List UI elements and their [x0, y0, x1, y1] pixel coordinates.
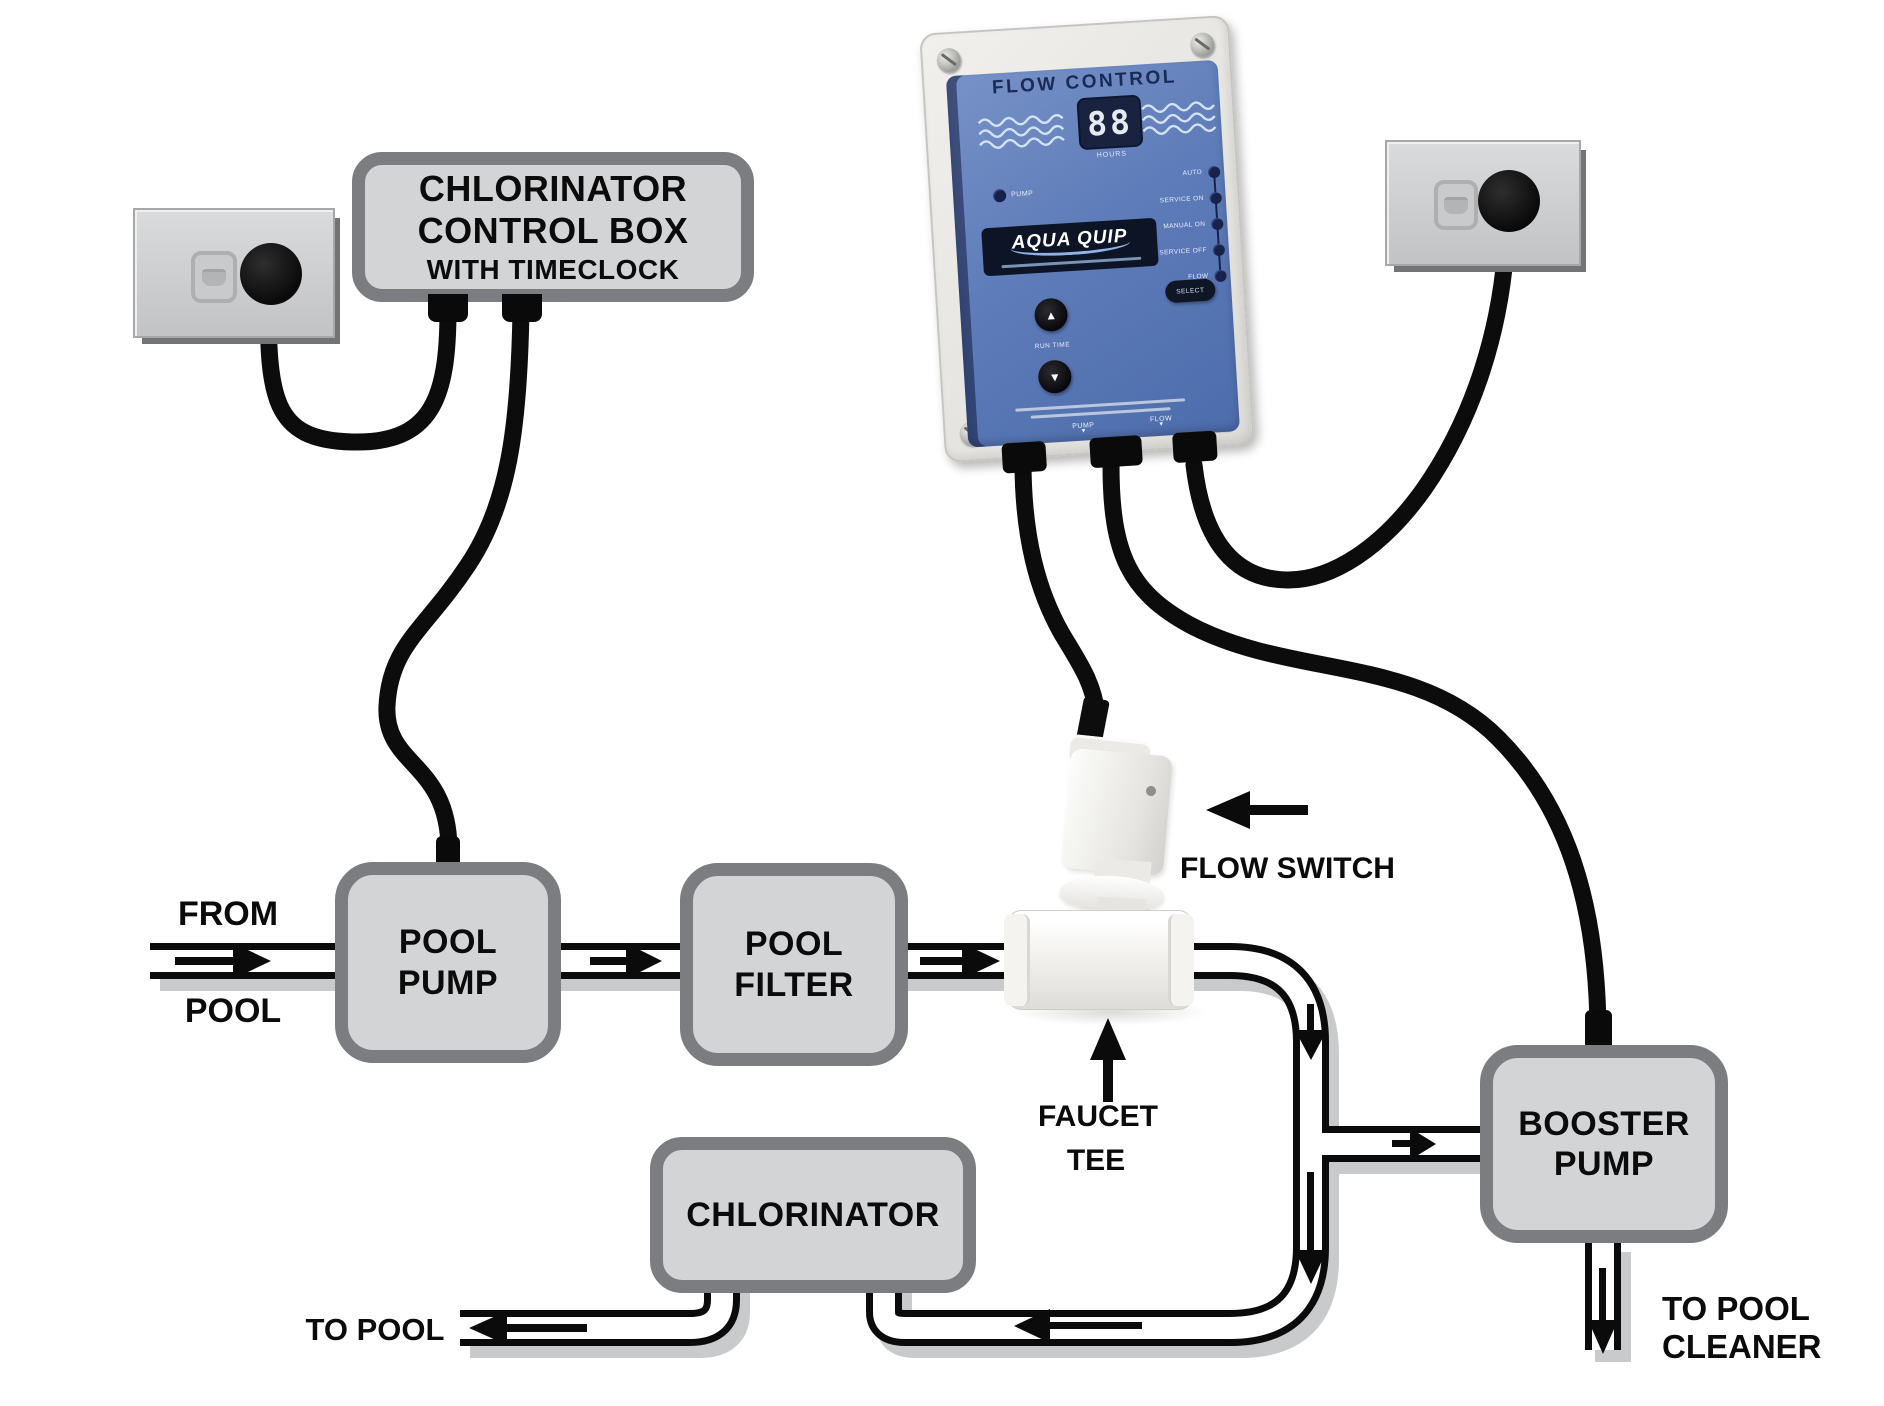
box-label: POOL: [398, 923, 498, 962]
gland-label-flow: FLOW ▼: [1141, 415, 1182, 429]
outlet-switch-icon: [1434, 180, 1478, 230]
waves-right-icon: [1141, 101, 1217, 135]
box-label: PUMP: [397, 963, 499, 1002]
box-label: WITH TIMECLOCK: [426, 253, 680, 285]
to-pool-label: TO POOL: [305, 1312, 445, 1347]
faucet-tee-right-cap: [1168, 914, 1194, 1006]
gland-label-pump: PUMP ▼: [1063, 421, 1104, 435]
rocker-glyph: [202, 268, 226, 286]
flow-switch-arrow-icon: [1248, 805, 1308, 815]
to-pool-cleaner-label-line2: CLEANER: [1662, 1328, 1822, 1365]
to-pool-cleaner-label-line1: TO POOL: [1662, 1290, 1810, 1327]
pump-led-label: PUMP: [1010, 190, 1034, 199]
control-box-stub-left: [428, 294, 468, 322]
hours-display: 88: [1076, 94, 1144, 151]
from-pool-label-line2: POOL: [184, 992, 282, 1030]
faucet-tee-left-cap: [1004, 914, 1030, 1006]
pool-filter-box: POOL FILTER: [680, 863, 908, 1066]
cable-gland-right: [1172, 430, 1218, 464]
cable-fcu-to-flowswitch: [1014, 453, 1106, 723]
chlorinator-box: CHLORINATOR: [650, 1137, 976, 1293]
power-outlet-left: [133, 208, 335, 338]
flow-switch-label: FLOW SWITCH: [1180, 852, 1395, 885]
pool-pump-box: POOL PUMP: [335, 862, 561, 1063]
cable-fcu-to-boosterpump: [1102, 456, 1607, 1039]
box-label: POOL: [744, 925, 844, 964]
box-label: CONTROL BOX: [417, 210, 689, 252]
faucet-tee-arrow-icon: [1103, 1056, 1113, 1102]
rocker-glyph: [1444, 196, 1468, 214]
display-digits: 88: [1085, 101, 1134, 144]
outlet-switch-icon: [191, 251, 237, 303]
power-plug-left: [240, 243, 302, 305]
faucet-tee-label-line2: TEE: [1066, 1144, 1126, 1177]
power-plug-right: [1478, 170, 1540, 232]
cable-controlbox-to-poolpump: [378, 301, 530, 857]
box-label: CHLORINATOR: [686, 1195, 940, 1234]
flow-arrows: [175, 943, 1618, 1354]
select-button[interactable]: SELECT: [1164, 278, 1216, 304]
cable-outlet-to-controlbox: [259, 283, 457, 451]
box-label: BOOSTER: [1518, 1104, 1690, 1143]
box-label: CHLORINATOR: [418, 168, 688, 210]
waves-left-icon: [977, 113, 1065, 149]
cables: [259, 219, 1607, 1039]
cable-gland-center: [1089, 435, 1143, 469]
faucet-tee-body: [1006, 910, 1194, 1010]
flow-control-unit: FLOW CONTROL 88 HOURS PUMP AQUA QUIP: [919, 14, 1255, 474]
box-label: FILTER: [734, 965, 854, 1004]
up-arrow-icon: ▲: [1044, 307, 1058, 323]
booster-pump-box: BOOSTER PUMP: [1480, 1045, 1728, 1243]
box-label: PUMP: [1553, 1145, 1655, 1183]
select-button-label: SELECT: [1176, 286, 1205, 296]
flow-switch-body: [1060, 747, 1174, 877]
callout-arrows: [1090, 791, 1308, 1102]
from-pool-label-line1: FROM: [177, 895, 279, 933]
chlorinator-control-box: CHLORINATOR CONTROL BOX WITH TIMECLOCK: [352, 152, 754, 302]
control-box-stub-right: [502, 294, 542, 322]
cable-outlet-to-fcu: [1185, 219, 1516, 589]
faucet-tee-label-line1: FAUCET: [1038, 1100, 1158, 1133]
cable-gland-left: [1001, 440, 1048, 474]
down-arrow-icon: ▼: [1048, 369, 1062, 385]
